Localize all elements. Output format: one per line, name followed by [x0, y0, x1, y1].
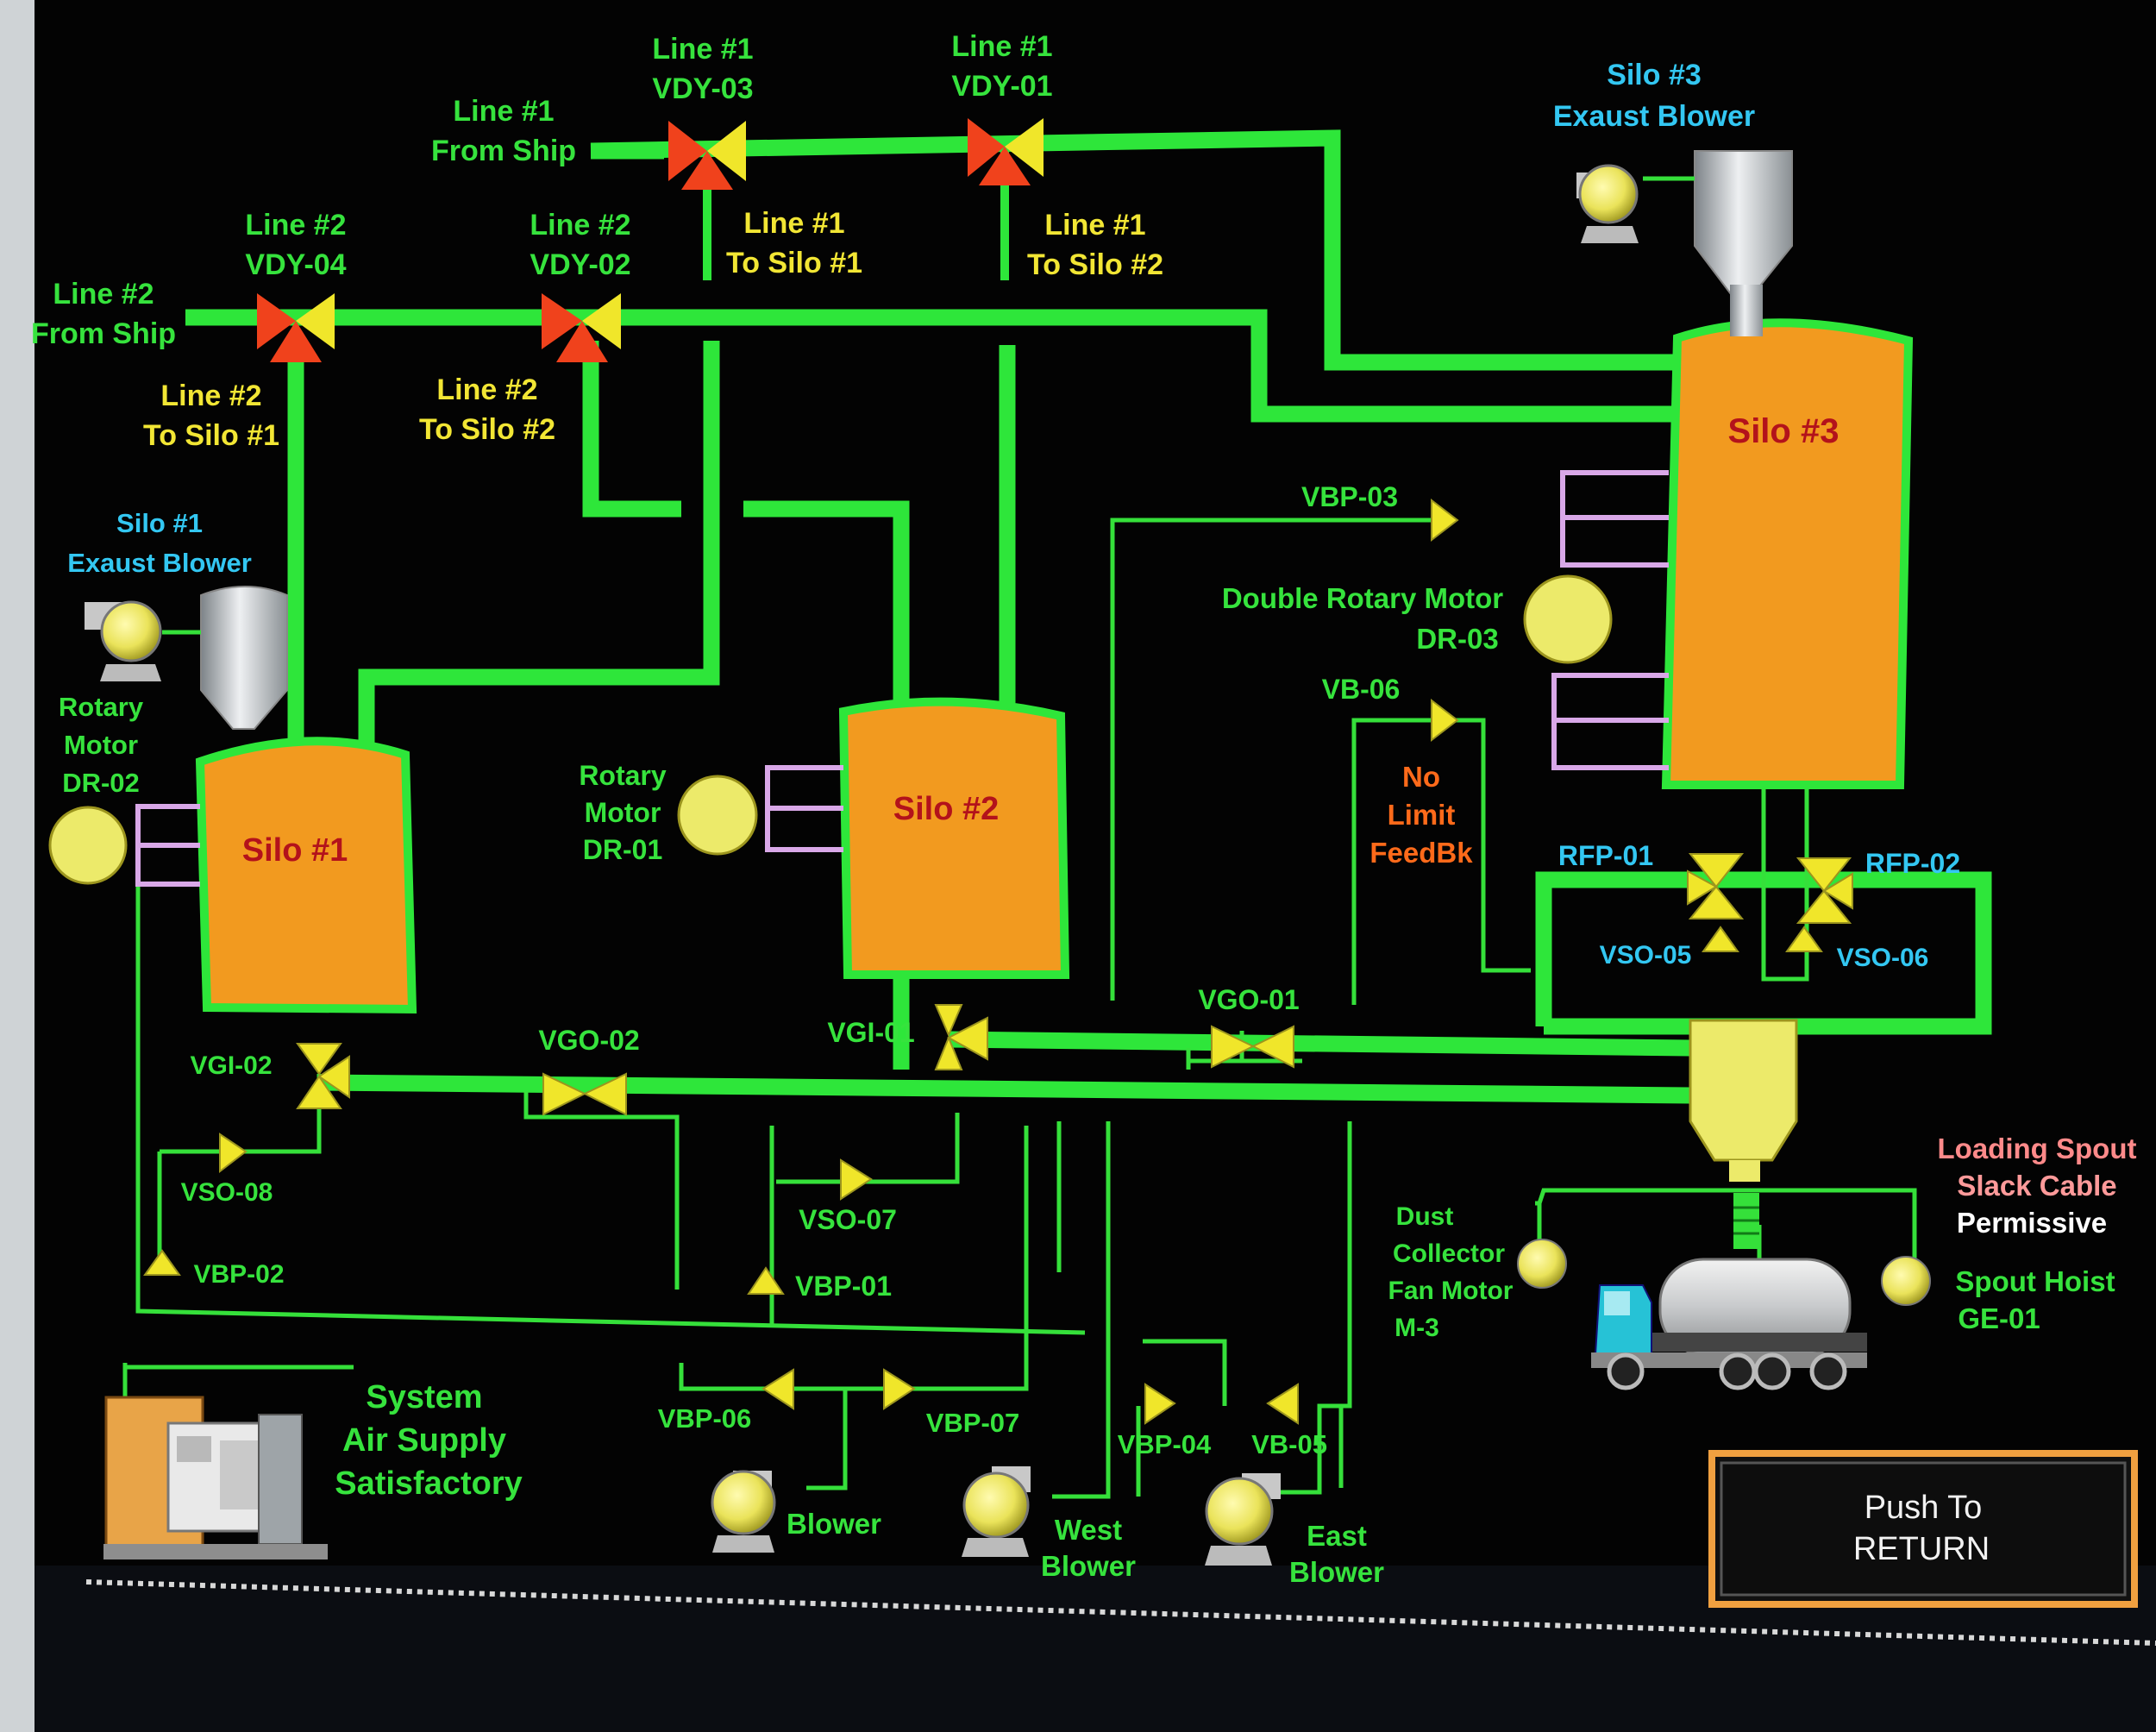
- tag-vso07: VSO-07: [799, 1204, 897, 1235]
- valve-vdy02[interactable]: [542, 293, 621, 362]
- tag-vbp03: VBP-03: [1301, 481, 1398, 512]
- pipe-vdy02-stub: [582, 341, 681, 518]
- pipe-line2-to-silo1: [358, 341, 720, 755]
- tag-vbp04: VBP-04: [1118, 1429, 1212, 1459]
- tag-vb05: VB-05: [1251, 1429, 1327, 1459]
- valve-vbp06[interactable]: [761, 1368, 794, 1410]
- dotted-divider: [85, 1579, 2156, 1646]
- valve-vbp04[interactable]: [1144, 1383, 1176, 1425]
- valve-vso08[interactable]: [219, 1133, 248, 1174]
- tag-vb06: VB-06: [1322, 674, 1401, 705]
- tag-vbp07: VBP-07: [926, 1408, 1020, 1438]
- thin-pipe-left: [135, 863, 1086, 1335]
- silo-1-exhaust-hopper: [200, 586, 288, 730]
- rotary-motor-dr01-icon[interactable]: [677, 775, 758, 856]
- tag-vbp01: VBP-01: [795, 1271, 892, 1302]
- silo-3-exhaust-hopper: [1694, 150, 1793, 336]
- rotary-feeders: [135, 470, 1669, 887]
- valve-vbp01[interactable]: [747, 1266, 785, 1295]
- valve-vgo01[interactable]: [1211, 1025, 1294, 1069]
- tag-vbp02: VBP-02: [193, 1260, 284, 1289]
- silo-3-label: Silo #3: [1728, 412, 1839, 450]
- west-blower-icon[interactable]: [962, 1466, 1031, 1557]
- valve-rfp02[interactable]: [1796, 857, 1853, 924]
- air-supply-unit-icon: [103, 1396, 328, 1559]
- valve-vso06[interactable]: [1785, 926, 1823, 952]
- valve-vso07[interactable]: [840, 1158, 873, 1201]
- pipe-main-upper: [948, 1031, 1691, 1057]
- valve-vdy03[interactable]: [668, 121, 746, 190]
- blower-icon[interactable]: [711, 1470, 776, 1553]
- tag-rfp01: RFP-01: [1558, 840, 1653, 871]
- tag-vso08: VSO-08: [181, 1178, 273, 1207]
- line1-pipe: [590, 129, 1690, 371]
- silo-3[interactable]: Silo #3: [1661, 318, 1914, 789]
- dust-collector-fan-motor-icon[interactable]: [1517, 1239, 1567, 1289]
- valve-rfp01[interactable]: [1687, 853, 1745, 919]
- silo-2[interactable]: Silo #2: [838, 697, 1070, 979]
- line2-pipe: [185, 309, 1686, 423]
- pipe-silo3-loop: [1535, 871, 1992, 1035]
- valve-vgo02[interactable]: [542, 1072, 627, 1116]
- silo-1-label: Silo #1: [242, 832, 348, 869]
- tag-vso06: VSO-06: [1837, 944, 1929, 972]
- spout-hoist-motor-icon[interactable]: [1881, 1256, 1931, 1306]
- valve-vdy04[interactable]: [257, 293, 335, 362]
- double-rotary-motor-dr03-icon[interactable]: [1523, 574, 1613, 664]
- tag-vgi01: VGI-01: [827, 1017, 914, 1048]
- monitor-bezel-left: [0, 0, 34, 1732]
- loading-spout: [1733, 1193, 1759, 1249]
- loading-hopper: [1689, 1019, 1798, 1182]
- valve-vso05[interactable]: [1702, 926, 1739, 952]
- east-blower-icon[interactable]: [1205, 1473, 1281, 1566]
- valve-vbp07[interactable]: [883, 1368, 916, 1410]
- silo-1-exhaust-blower-icon[interactable]: [85, 600, 162, 681]
- silo-1[interactable]: Silo #1: [195, 737, 417, 1014]
- tag-vgi02: VGI-02: [190, 1051, 272, 1080]
- valve-vgi02[interactable]: [296, 1043, 350, 1109]
- silo-3-exhaust-blower-icon[interactable]: [1576, 164, 1639, 243]
- valve-vbp02[interactable]: [143, 1249, 181, 1276]
- valve-vbp03[interactable]: [1431, 498, 1459, 543]
- tag-vbp06: VBP-06: [658, 1403, 752, 1434]
- tag-vgo02: VGO-02: [538, 1025, 639, 1056]
- valve-vb06[interactable]: [1431, 698, 1459, 743]
- valve-vb05[interactable]: [1266, 1383, 1299, 1425]
- tag-vso05: VSO-05: [1600, 941, 1692, 970]
- tag-vgo01: VGO-01: [1198, 984, 1299, 1015]
- label-blower: Blower: [787, 1508, 881, 1540]
- valve-vdy01[interactable]: [968, 118, 1044, 185]
- tag-rfp02: RFP-02: [1865, 848, 1960, 879]
- rotary-motor-dr02-icon[interactable]: [48, 806, 128, 885]
- tanker-truck-icon: [1591, 1258, 1867, 1390]
- valve-vgi01[interactable]: [934, 1004, 988, 1070]
- silo-2-label: Silo #2: [893, 791, 1000, 827]
